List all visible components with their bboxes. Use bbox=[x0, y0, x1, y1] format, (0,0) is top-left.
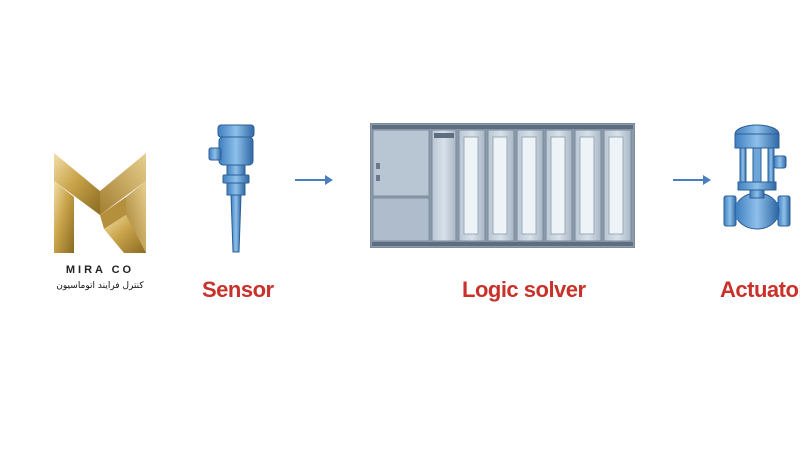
plc-rack-icon bbox=[369, 122, 636, 249]
company-logo: MIRA CO کنترل فرایند اتوماسیون bbox=[50, 153, 150, 298]
logic-solver-node bbox=[369, 122, 636, 249]
control-valve-icon bbox=[723, 124, 791, 230]
actuator-node bbox=[722, 122, 792, 242]
sensor-label: Sensor bbox=[202, 277, 274, 302]
actuator-label: Actuator bbox=[720, 277, 800, 302]
logic-solver-label: Logic solver bbox=[462, 277, 586, 302]
logo-subtitle: کنترل فرایند اتوماسیون bbox=[56, 281, 144, 291]
arrow-right-icon bbox=[295, 175, 333, 185]
logo-mark-icon bbox=[54, 153, 146, 253]
arrow-right-icon bbox=[673, 175, 711, 185]
level-sensor-icon bbox=[208, 124, 255, 253]
logo-brand-name: MIRA CO bbox=[65, 264, 135, 276]
sensor-node bbox=[205, 122, 265, 262]
